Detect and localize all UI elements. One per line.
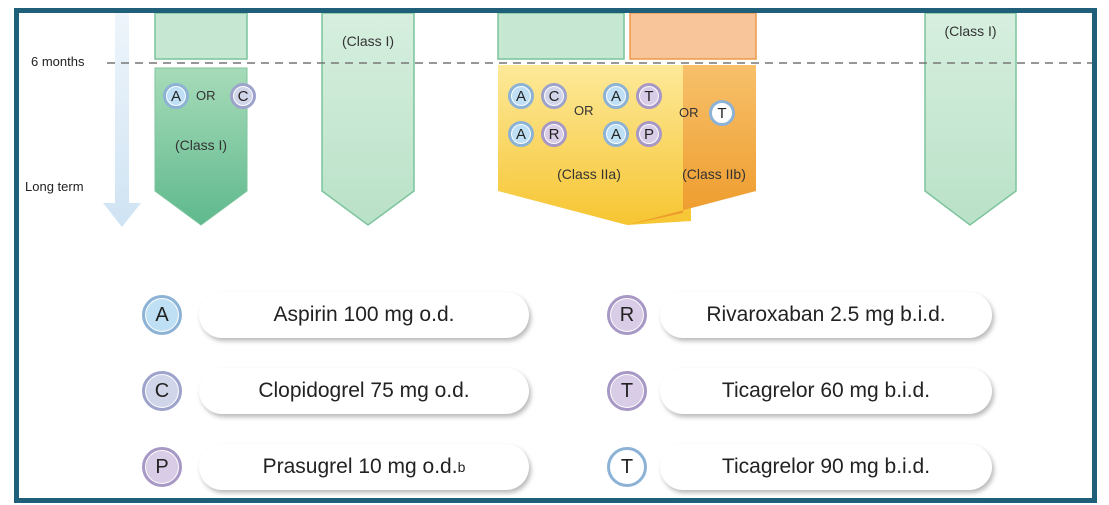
legend-ticagrelor-60: Ticagrelor 60 mg b.i.d. [660, 368, 992, 414]
or-label: OR [574, 103, 594, 118]
badge-ticagrelor-90: T [709, 100, 735, 126]
legend-badge-clopidogrel: C [142, 371, 182, 411]
badge-clopidogrel: C [230, 83, 256, 109]
six-months-label: 6 months [31, 54, 85, 69]
col4-chevron [924, 13, 1017, 226]
badge-prasugrel: P [636, 121, 662, 147]
legend-ticagrelor-60-text: Ticagrelor 60 mg b.i.d. [721, 379, 931, 402]
diagram-frame: 6 months Long term A OR C (Class I) (Cla… [14, 8, 1097, 503]
legend-prasugrel: Prasugrel 10 mg o.d.b [199, 444, 529, 490]
legend-rivaroxaban: Rivaroxaban 2.5 mg b.i.d. [660, 292, 992, 338]
col3-class-iib-label: (Class IIb) [682, 166, 746, 182]
long-term-label: Long term [25, 179, 84, 194]
col3-upper-orange-box [629, 13, 757, 60]
legend-aspirin: Aspirin 100 mg o.d. [199, 292, 529, 338]
legend-ticagrelor-90: Ticagrelor 90 mg b.i.d. [660, 444, 992, 490]
badge-aspirin: A [508, 83, 534, 109]
col3-class-iia-label: (Class IIa) [557, 166, 621, 182]
badge-aspirin: A [603, 83, 629, 109]
badge-aspirin: A [163, 83, 189, 109]
or-label: OR [196, 88, 216, 103]
legend-clopidogrel-text: Clopidogrel 75 mg o.d. [258, 379, 470, 402]
legend-prasugrel-footnote: b [457, 459, 466, 475]
col2-chevron [321, 13, 415, 226]
col1-upper-box [154, 13, 248, 60]
badge-aspirin: A [603, 121, 629, 147]
badge-aspirin: A [508, 121, 534, 147]
legend-prasugrel-text: Prasugrel 10 mg o.d. [262, 455, 458, 478]
badge-rivaroxaban: R [541, 121, 567, 147]
legend-badge-aspirin: A [142, 295, 182, 335]
or-label: OR [679, 105, 699, 120]
col3-upper-green-box [497, 13, 625, 60]
col2-class-label: (Class I) [341, 33, 395, 49]
legend-aspirin-text: Aspirin 100 mg o.d. [273, 303, 455, 326]
badge-ticagrelor-60: T [636, 83, 662, 109]
legend-rivaroxaban-text: Rivaroxaban 2.5 mg b.i.d. [706, 303, 946, 326]
legend-badge-prasugrel: P [142, 447, 182, 487]
legend-clopidogrel: Clopidogrel 75 mg o.d. [199, 368, 529, 414]
col1-class-label: (Class I) [174, 137, 228, 153]
timeline-arrow [103, 13, 141, 227]
col4-class-label: (Class I) [944, 23, 997, 39]
badge-clopidogrel: C [541, 83, 567, 109]
legend-badge-rivaroxaban: R [607, 295, 647, 335]
legend-ticagrelor-90-text: Ticagrelor 90 mg b.i.d. [721, 455, 931, 478]
legend-badge-ticagrelor-60: T [607, 371, 647, 411]
legend-badge-ticagrelor-90: T [607, 447, 647, 487]
